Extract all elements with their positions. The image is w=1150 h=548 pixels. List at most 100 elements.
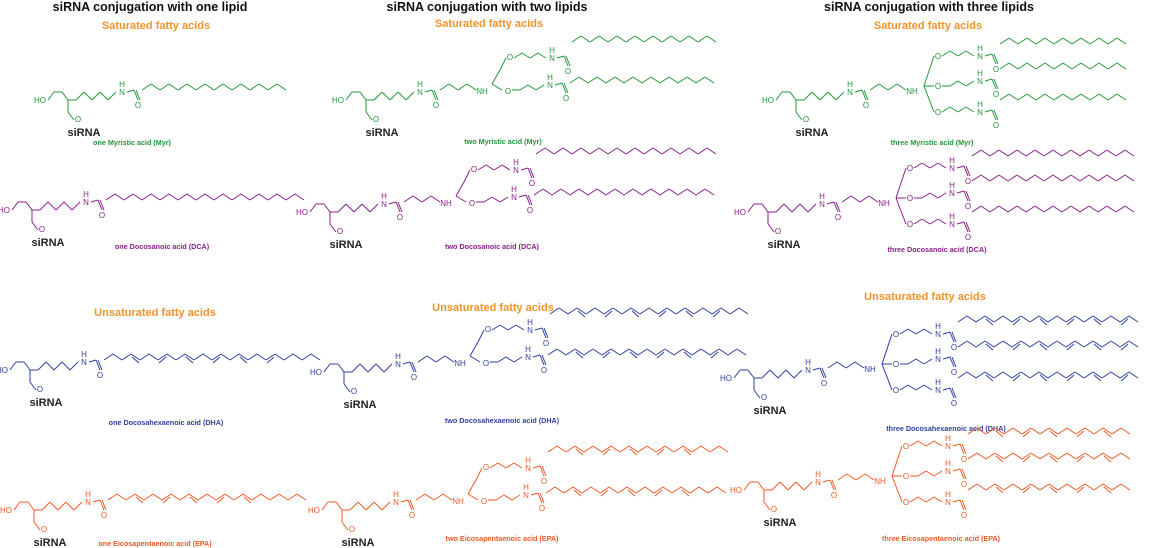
caption-dca-three: three Docosanoic acid (DCA)	[887, 245, 987, 254]
bond	[337, 363, 345, 373]
bond	[341, 521, 349, 531]
atom-label: O	[893, 330, 899, 339]
double-bond	[1022, 486, 1031, 494]
chain-bond	[998, 205, 1009, 213]
bond	[895, 197, 907, 225]
chain-bond	[574, 348, 585, 356]
chain-bond	[585, 307, 596, 315]
chain-bond	[985, 452, 996, 460]
chain-bond	[923, 384, 933, 391]
chain-bond	[599, 486, 610, 494]
chain-bond	[682, 445, 693, 453]
chain-bond	[670, 35, 681, 43]
chain-bond	[925, 496, 935, 503]
chain-bond	[650, 76, 661, 84]
chain-bond	[1012, 452, 1023, 460]
chain-bond	[657, 307, 668, 315]
chain-bond	[1008, 37, 1019, 45]
chain-bond	[590, 486, 601, 494]
chain-bond	[1115, 149, 1126, 157]
chain-bond	[1088, 205, 1099, 213]
chain-bond	[1003, 427, 1014, 435]
carbonyl-o: O	[541, 366, 547, 375]
chain-bond	[1093, 427, 1104, 435]
chain-bond	[998, 174, 1009, 182]
chain-bond	[632, 188, 643, 196]
chain-bond	[975, 315, 986, 323]
bond	[463, 169, 471, 183]
chain-bond	[1097, 205, 1108, 213]
chain-bond	[666, 307, 677, 315]
chain-bond	[1079, 149, 1090, 157]
chain-bond	[1093, 452, 1104, 460]
chain-bond	[405, 91, 415, 101]
chain-bond	[1083, 315, 1094, 323]
chain-bond	[75, 91, 85, 101]
double-bond	[266, 356, 275, 364]
caption-dha-two: two Docosahexaenoic acid (DHA)	[444, 416, 560, 425]
amide-h: H	[511, 185, 517, 194]
chain-bond	[353, 203, 363, 213]
chain-bond	[107, 493, 118, 501]
chain-bond	[616, 35, 627, 43]
chain-bond	[426, 355, 437, 363]
amide-n: N	[83, 198, 89, 207]
chain-bond	[1057, 452, 1068, 460]
chain-bond	[529, 52, 539, 59]
chain-bond	[1084, 483, 1095, 491]
double-bond	[627, 489, 636, 497]
bond	[965, 190, 971, 202]
atom-label: O	[483, 463, 489, 472]
chain-bond	[1047, 315, 1058, 323]
chain-bond	[957, 371, 968, 379]
section-saturated-one: Saturated fatty acids	[101, 20, 211, 32]
chain-bond	[925, 440, 935, 447]
amide-h: H	[549, 46, 555, 55]
chain-bond	[576, 307, 587, 315]
bond	[541, 354, 547, 366]
section-unsaturated-three: Unsaturated fatty acids	[864, 291, 986, 303]
amide-n: N	[977, 77, 983, 86]
double-bond	[1049, 430, 1058, 438]
chain-bond	[933, 496, 943, 503]
chain-bond	[1035, 37, 1046, 45]
chain-bond	[166, 353, 177, 361]
chain-bond	[917, 496, 927, 503]
chain-bond	[1016, 174, 1027, 182]
chain-bond	[1039, 452, 1050, 460]
chain-bond	[1048, 427, 1059, 435]
chain-bond	[560, 188, 571, 196]
chain-bond	[430, 195, 441, 203]
carbonyl-o: O	[565, 67, 571, 76]
bond	[993, 53, 999, 65]
header-one-lipid: siRNA conjugation with one lipid	[52, 0, 248, 14]
chain-bond	[580, 35, 591, 43]
chain-bond	[276, 193, 287, 201]
chain-bond	[1052, 174, 1063, 182]
atom-label: O	[903, 472, 909, 481]
chain-bond	[1011, 315, 1022, 323]
chain-bond	[57, 501, 67, 511]
bond	[556, 55, 565, 59]
section-saturated-three: Saturated fatty acids	[873, 20, 983, 32]
chain-bond	[150, 83, 161, 91]
atom-label: O	[907, 164, 913, 173]
double-bond	[189, 496, 198, 504]
bond	[359, 91, 367, 101]
bond	[409, 361, 415, 373]
chain-bond	[1066, 452, 1077, 460]
chain-bond	[497, 356, 507, 363]
chain-bond	[907, 358, 917, 365]
chain-bond	[505, 356, 515, 363]
chain-bond	[186, 193, 197, 201]
chain-bond	[1017, 37, 1028, 45]
carbonyl-o: O	[965, 177, 971, 186]
chain-bond	[671, 486, 682, 494]
double-bond	[681, 489, 690, 497]
chain-bond	[795, 481, 805, 491]
bond	[952, 443, 961, 447]
caption-dca-two: two Docosanoic acid (DCA)	[445, 242, 539, 251]
bond	[963, 165, 969, 177]
chain-bond	[1079, 205, 1090, 213]
bond	[854, 89, 863, 93]
